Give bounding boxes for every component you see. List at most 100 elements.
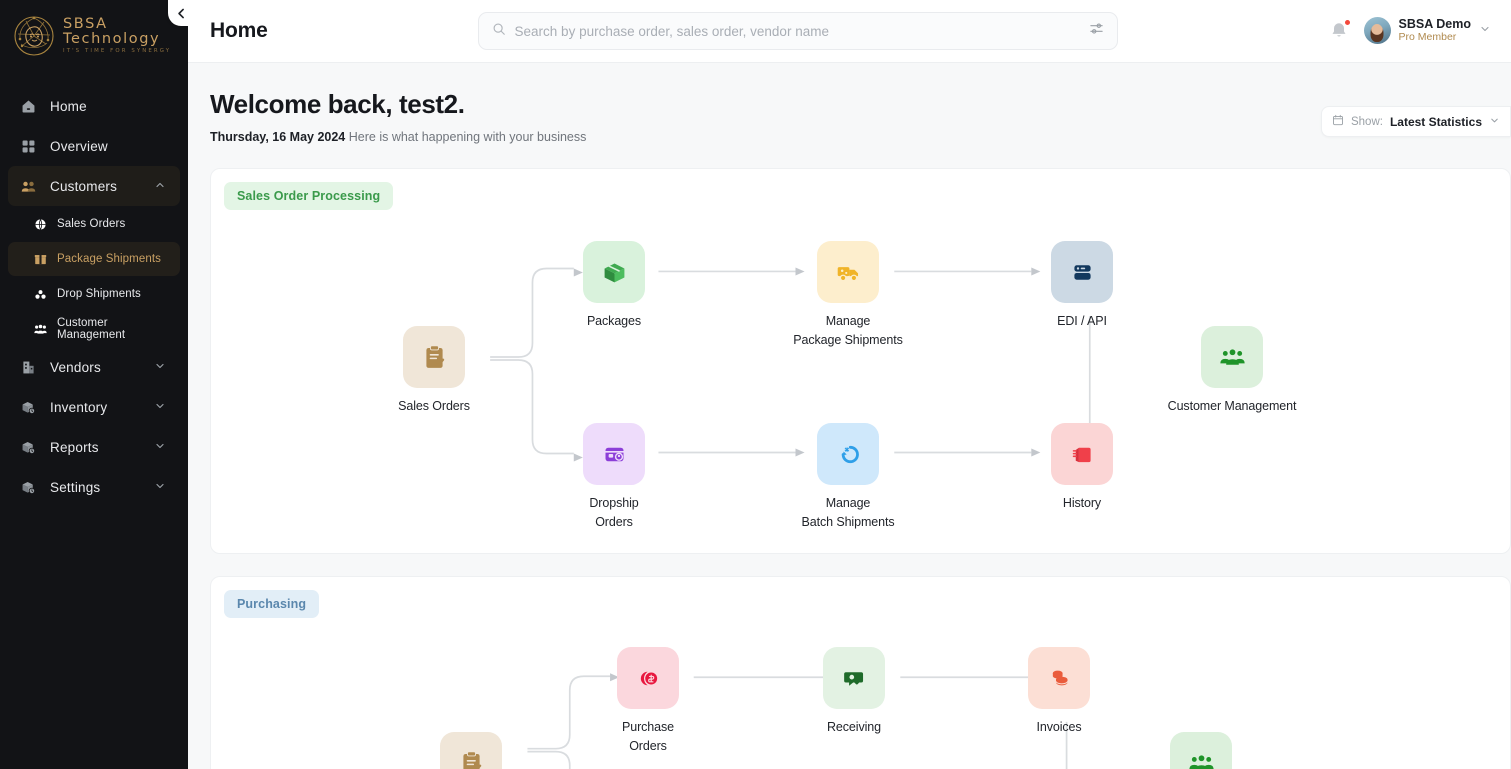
flow-node-purchase-orders[interactable]: Purchase Orders: [586, 647, 710, 757]
flow-node-history[interactable]: History: [1020, 423, 1144, 513]
flow-node-receiving[interactable]: Receiving: [792, 647, 916, 737]
welcome-section: Welcome back, test2. Thursday, 16 May 20…: [188, 63, 1511, 144]
sidebar-subitem-label: Customer Management: [57, 317, 126, 341]
dropship-location-icon: [583, 423, 645, 485]
show-filter-dropdown[interactable]: Show: Latest Statistics: [1320, 106, 1511, 137]
invoice-coins-icon: [1028, 647, 1090, 709]
flow-node-label: Receiving: [827, 720, 881, 734]
sidebar: SBSA Technology IT'S TIME FOR SYNERGY Ho…: [0, 0, 188, 769]
sidebar-item-customer-management[interactable]: Customer Management: [8, 312, 180, 346]
flow-node-vendor-orders[interactable]: [409, 732, 533, 769]
search-wrapper: [268, 12, 1328, 50]
sidebar-item-vendors[interactable]: Vendors: [8, 347, 180, 387]
welcome-message: Here is what happening with your busines…: [348, 130, 587, 144]
boxes-icon: [20, 479, 42, 496]
flow-node-manage-batch-shipments[interactable]: Manage Batch Shipments: [763, 423, 933, 533]
clipboard-check-icon: [403, 326, 465, 388]
flow-node-customer-management[interactable]: Customer Management: [1147, 326, 1317, 416]
sidebar-item-sales-orders[interactable]: Sales Orders: [8, 207, 180, 241]
chevron-down-icon[interactable]: [154, 440, 166, 455]
dropship-icon: [34, 288, 51, 301]
chevron-down-icon[interactable]: [154, 360, 166, 375]
top-header: Home: [188, 0, 1511, 63]
sidebar-item-label: Settings: [50, 479, 101, 495]
flow-node-label: Customer Management: [1167, 399, 1297, 413]
chevron-down-icon[interactable]: [1489, 113, 1500, 131]
sidebar-item-overview[interactable]: Overview: [8, 126, 180, 166]
flow-node-invoices[interactable]: Invoices: [997, 647, 1121, 737]
sidebar-item-label: Reports: [50, 439, 99, 455]
notification-button[interactable]: [1328, 18, 1351, 42]
sidebar-item-label: Customers: [50, 178, 118, 194]
server-icon: [1051, 241, 1113, 303]
flow-node-label: Purchase Orders: [621, 720, 674, 754]
sidebar-item-package-shipments[interactable]: Package Shipments: [8, 242, 180, 276]
flow-node-dropship-orders[interactable]: Dropship Orders: [552, 423, 676, 533]
bell-icon: [1332, 23, 1346, 37]
globe-icon: [34, 218, 51, 231]
customers-subnav: Sales Orders Package Shipments Drop Ship…: [0, 207, 188, 346]
users-icon: [20, 178, 42, 195]
section-badge: Sales Order Processing: [224, 182, 394, 210]
sidebar-item-drop-shipments[interactable]: Drop Shipments: [8, 277, 180, 311]
people-group-icon: [1201, 326, 1263, 388]
chevron-down-icon[interactable]: [154, 480, 166, 495]
filter-sliders-icon[interactable]: [1089, 21, 1104, 41]
section-badge: Purchasing: [224, 590, 320, 618]
user-role: Pro Member: [1398, 31, 1457, 44]
delivery-truck-icon: [817, 241, 879, 303]
flow-node-label: Manage Batch Shipments: [801, 496, 895, 530]
flow-node-label: Packages: [586, 314, 642, 328]
header-right: SBSA Demo Pro Member: [1328, 17, 1497, 45]
show-filter-label: Show:: [1350, 115, 1383, 128]
grid-icon: [20, 138, 42, 155]
sidebar-item-label: Home: [50, 98, 87, 114]
flow-node-label: Dropship Orders: [589, 496, 639, 530]
flow-node-label: History: [1062, 496, 1102, 510]
user-menu[interactable]: SBSA Demo Pro Member: [1363, 16, 1491, 45]
home-icon: [20, 98, 42, 115]
welcome-greeting: Welcome back, test2.: [210, 89, 465, 119]
receiving-check-icon: [823, 647, 885, 709]
page-content: Welcome back, test2. Thursday, 16 May 20…: [188, 63, 1511, 769]
page-title: Home: [210, 19, 268, 42]
search-box[interactable]: [477, 12, 1118, 50]
people-icon: [34, 323, 51, 336]
chevron-left-icon: [177, 8, 184, 18]
flow-node-sales-orders[interactable]: Sales Orders: [372, 326, 496, 416]
search-input[interactable]: [514, 23, 1080, 39]
sidebar-item-inventory[interactable]: Inventory: [8, 387, 180, 427]
avatar: [1363, 17, 1391, 45]
flow-node-edi-api[interactable]: EDI / API: [1020, 241, 1144, 331]
history-box-icon: [1051, 423, 1113, 485]
sidebar-item-home[interactable]: Home: [8, 86, 180, 126]
notification-badge-dot: [1343, 18, 1351, 26]
sidebar-subitem-label: Package Shipments: [57, 253, 161, 265]
user-name: SBSA Demo: [1398, 16, 1471, 31]
flow-node-vendor-management[interactable]: [1139, 732, 1263, 769]
flow-node-label: EDI / API: [1057, 314, 1107, 328]
flow-node-label: Sales Orders: [398, 399, 470, 413]
brand-name: SBSA Technology: [63, 16, 161, 47]
main-area: Home: [188, 0, 1511, 769]
brand-logo[interactable]: SBSA Technology IT'S TIME FOR SYNERGY: [0, 0, 188, 68]
sidebar-item-customers[interactable]: Customers: [8, 166, 180, 206]
chevron-down-icon[interactable]: [1479, 22, 1491, 40]
calendar-icon: [1332, 113, 1344, 131]
flow-node-packages[interactable]: Packages: [552, 241, 676, 331]
building-icon: [20, 359, 42, 376]
coins-dollar-icon: [617, 647, 679, 709]
chevron-down-icon[interactable]: [154, 400, 166, 415]
sidebar-item-settings[interactable]: Settings: [8, 467, 180, 507]
flow-node-label: Manage Package Shipments: [793, 314, 903, 348]
flow-node-manage-package-shipments[interactable]: Manage Package Shipments: [763, 241, 933, 351]
batch-shipment-icon: [817, 423, 879, 485]
sidebar-nav: Home Overview Customers: [0, 86, 188, 507]
sidebar-subitem-label: Drop Shipments: [57, 288, 141, 300]
chevron-up-icon[interactable]: [154, 179, 166, 194]
sidebar-collapse-button[interactable]: [168, 0, 188, 26]
sidebar-item-reports[interactable]: Reports: [8, 427, 180, 467]
section-purchasing: Purchasing: [210, 576, 1511, 769]
flow-sales-order-processing: Sales Orders Packages: [211, 169, 1510, 553]
